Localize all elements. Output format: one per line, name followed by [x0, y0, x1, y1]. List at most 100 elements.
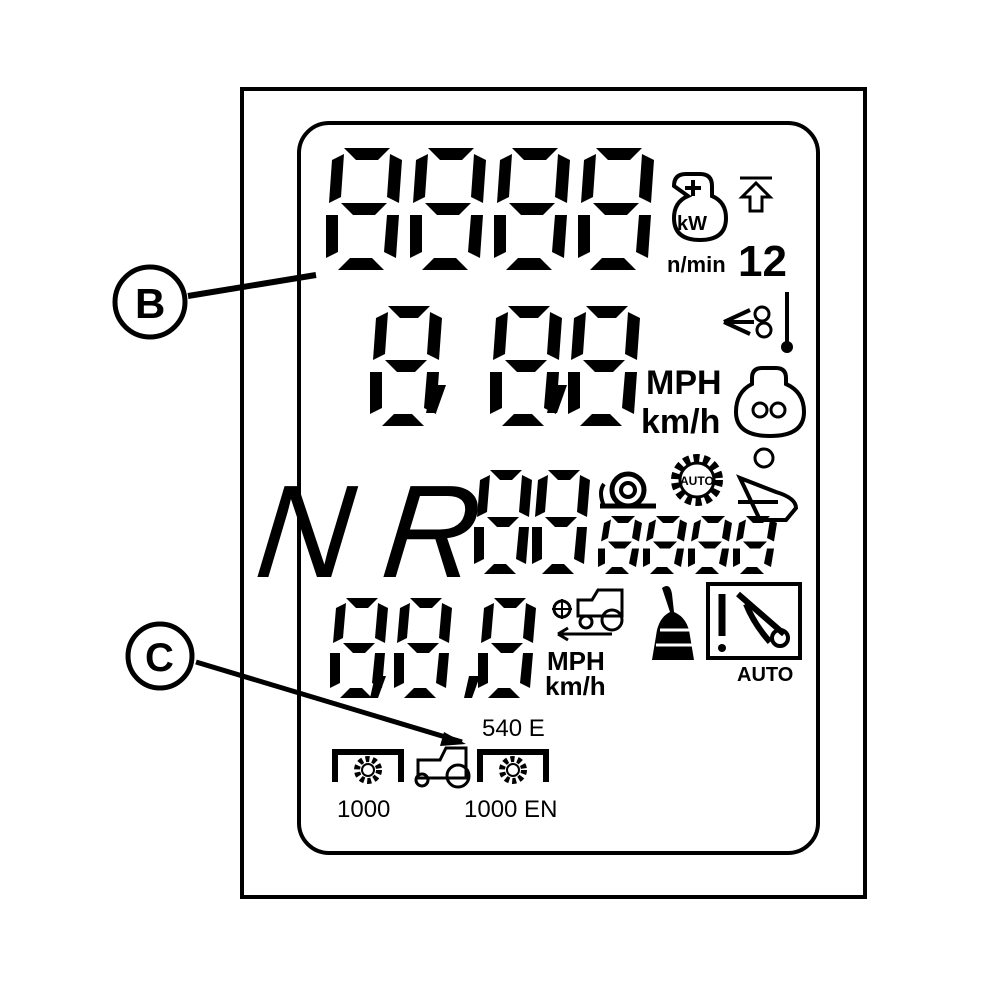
gear-digits [474, 470, 590, 574]
lower-digit-2-segment-6 [397, 603, 410, 643]
small-digit-1-segment-5 [598, 548, 605, 567]
display-panel [297, 121, 820, 855]
engine-digit-3-segment-6 [497, 154, 512, 203]
speed-digit-2 [490, 306, 562, 426]
pto-1000en-label: 1000 EN [464, 796, 557, 823]
gear-digit-1-segment-4 [484, 564, 516, 574]
callout-b: B [112, 264, 317, 340]
small-digit-4-segment-3 [764, 548, 774, 567]
lower-digit-3-segment-5 [478, 653, 488, 688]
small-digit-1-segment-3 [629, 548, 639, 567]
lower-digit-1-segment-4 [340, 688, 372, 698]
small-digit-4-segment-4 [740, 567, 764, 574]
engine-digit-4-segment-2 [639, 154, 654, 203]
lower-digit-2 [394, 598, 452, 698]
small-digit-3 [688, 516, 732, 574]
small-digit-1 [598, 516, 642, 574]
lower-speed-unit-kmh: km/h [545, 671, 606, 701]
lower-digit-2-segment-1 [410, 598, 442, 608]
lower-digit-1-segment-5 [330, 653, 340, 688]
exhaust-temperature-icon [723, 292, 793, 353]
engine-digit-2-segment-1 [428, 148, 474, 160]
lower-digit-3-segment-4 [488, 688, 520, 698]
speed-unit-mph: MPH [646, 364, 722, 402]
small-digit-2-segment-4 [650, 567, 674, 574]
speed-digit-3-segment-1 [586, 306, 628, 318]
lower-digit-1-segment-6 [333, 603, 346, 643]
callout-b-label: B [135, 280, 165, 327]
small-digit-4-segment-7 [743, 541, 767, 549]
lower-digit-2-segment-5 [394, 653, 404, 688]
gear-digit-2-segment-2 [577, 475, 590, 517]
engine-digit-1-segment-3 [384, 215, 399, 258]
engine-speed-digits [326, 148, 654, 270]
engine-digit-1-segment-7 [341, 203, 387, 215]
lower-speed-decimal-commas [370, 676, 480, 698]
gear-digit-2-segment-6 [535, 475, 548, 517]
lower-digit-2-segment-3 [436, 653, 449, 688]
gear-letter-n: N [250, 458, 361, 606]
small-digit-1-segment-4 [605, 567, 629, 574]
engine-digit-2-segment-5 [410, 215, 422, 258]
pto-tractor-icon [414, 746, 471, 789]
engine-digit-2-segment-6 [413, 154, 428, 203]
small-digit-4-segment-6 [736, 519, 746, 542]
auto-shift-gear-icon: AUTO [671, 454, 723, 506]
engine-digit-2-segment-4 [422, 258, 468, 270]
engine-rpm-unit: n/min [667, 252, 726, 277]
small-digit-1-segment-7 [608, 541, 632, 549]
small-digit-1-segment-2 [632, 519, 642, 542]
engine-digit-2-segment-7 [425, 203, 471, 215]
small-digit-2-segment-1 [656, 516, 680, 523]
auto-steer-label: AUTO [737, 664, 793, 686]
gear-digit-1-segment-2 [519, 475, 532, 517]
small-digit-2-segment-6 [646, 519, 656, 542]
lower-digit-2-segment-2 [439, 603, 452, 643]
small-digit-1-segment-6 [601, 519, 611, 542]
speed-digit-2-segment-7 [505, 360, 547, 372]
callout-c: C [125, 621, 466, 746]
speed-decimal-commas [426, 385, 567, 413]
gear-digit-2 [532, 470, 590, 574]
speed-digit-1-segment-1 [388, 306, 430, 318]
small-digit-3-segment-4 [695, 567, 719, 574]
lower-digit-3-segment-7 [491, 643, 523, 653]
small-digit-4-segment-5 [733, 548, 740, 567]
speed-digit-1-segment-7 [385, 360, 427, 372]
engine-digit-4-segment-1 [596, 148, 642, 160]
lower-digit-3-segment-3 [520, 653, 533, 688]
creep-snail-icon [599, 471, 656, 509]
engine-digit-4-segment-3 [636, 215, 651, 258]
gear-digit-1-segment-3 [516, 527, 529, 564]
lower-digit-1-segment-7 [343, 643, 375, 653]
lower-speed-digits [330, 598, 536, 698]
gear-digit-2-segment-1 [548, 470, 580, 480]
speed-digit-2-segment-4 [502, 414, 544, 426]
speed-digit-1 [370, 306, 442, 426]
lower-digit-2-segment-4 [404, 688, 436, 698]
outer-frame [240, 87, 867, 899]
implement-control-icon [736, 447, 799, 522]
pto-1000-label: 1000 [337, 796, 390, 823]
gear-digit-1 [474, 470, 532, 574]
gear-digit-1-segment-1 [490, 470, 522, 480]
lower-speed-unit-mph: MPH [547, 646, 605, 676]
small-digit-3-segment-1 [701, 516, 725, 523]
engine-digit-2-segment-3 [468, 215, 483, 258]
small-digit-1-segment-1 [611, 516, 635, 523]
engine-digit-3-segment-3 [552, 215, 567, 258]
engine-digit-1-segment-5 [326, 215, 338, 258]
pto-1000en-icon [477, 749, 549, 784]
speed-digit-2-segment-5 [490, 372, 502, 414]
speed-digit-1-segment-2 [427, 312, 442, 360]
lower-digit-3-segment-6 [481, 603, 494, 643]
speed-digit-1-segment-5 [370, 372, 382, 414]
reverse-tractor-icon [552, 588, 624, 642]
engine-digit-3-segment-2 [555, 154, 570, 203]
engine-digit-4-segment-5 [578, 215, 590, 258]
upshift-arrow-icon [738, 176, 774, 213]
speed-digit-1-segment-6 [373, 312, 388, 360]
speed-digit-3-segment-7 [583, 360, 625, 372]
small-digit-row [598, 516, 777, 574]
engine-digit-1-segment-4 [338, 258, 384, 270]
